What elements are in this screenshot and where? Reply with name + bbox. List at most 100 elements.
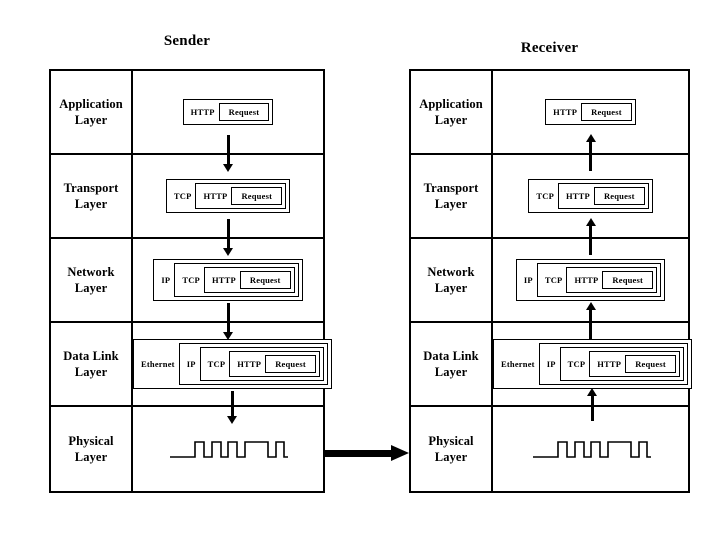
- sender-pdu-transport: TCP HTTP Request: [165, 178, 291, 214]
- label-request: Request: [228, 106, 260, 117]
- header-http: HTTP: [574, 274, 599, 285]
- header-ip: IP: [546, 358, 556, 369]
- arrowhead-right-icon: [391, 445, 409, 461]
- nested-pdu-http: HTTP Request: [195, 182, 287, 210]
- sender-network-body: IP TCP HTTP Request: [133, 239, 323, 340]
- label-request: Request: [603, 190, 635, 201]
- payload-request: Request: [625, 354, 676, 374]
- sender-arrow-app-to-transport: [223, 135, 233, 172]
- arrowhead-down-icon: [223, 164, 233, 172]
- nested-pdu-http: HTTP Request: [229, 350, 320, 378]
- payload-request: Request: [218, 102, 270, 122]
- receiver-arrow-network-to-transport: [585, 218, 596, 255]
- header-http: HTTP: [203, 190, 228, 201]
- header-http: HTTP: [211, 274, 236, 285]
- signal-waveform-icon: [532, 441, 651, 458]
- header-ip: IP: [186, 358, 196, 369]
- receiver-transport-body: TCP HTTP Request: [493, 155, 688, 255]
- signal-waveform-icon: [170, 441, 288, 458]
- label-request: Request: [249, 274, 281, 285]
- nested-pdu-tcp: TCP HTTP Request: [536, 262, 662, 298]
- payload-request: Request: [265, 354, 316, 374]
- nested-pdu-ip: IP TCP HTTP Request: [178, 342, 328, 386]
- arrowhead-down-icon: [227, 416, 238, 424]
- header-tcp: TCP: [207, 358, 226, 369]
- payload-request: Request: [581, 102, 632, 122]
- sender-pdu-network: IP TCP HTTP Request: [153, 258, 303, 302]
- arrow-shaft: [325, 450, 393, 457]
- header-http: HTTP: [237, 358, 262, 369]
- header-tcp: TCP: [182, 274, 200, 285]
- receiver-pdu-datalink: Ethernet IP TCP HTTP Request: [493, 338, 692, 390]
- receiver-arrow-physical-to-datalink: [587, 388, 598, 421]
- header-tcp: TCP: [173, 190, 192, 201]
- receiver-pdu-network: IP TCP HTTP Request: [515, 258, 666, 302]
- label-request: Request: [591, 106, 622, 117]
- sender-pdu-datalink: Ethernet IP TCP HTTP Request: [133, 338, 332, 390]
- nested-pdu-http: HTTP Request: [566, 266, 658, 294]
- transmission-medium-arrow: [325, 445, 409, 461]
- header-http: HTTP: [553, 106, 578, 117]
- receiver-network-body: IP TCP HTTP Request: [493, 239, 688, 339]
- nested-pdu-http: HTTP Request: [203, 266, 295, 294]
- nested-pdu-ip: IP TCP HTTP Request: [538, 342, 688, 386]
- receiver-pdu-transport: TCP HTTP Request: [528, 178, 653, 214]
- sender-arrow-network-to-datalink: [223, 303, 233, 340]
- payload-request: Request: [602, 270, 654, 290]
- arrowhead-up-icon: [585, 134, 596, 142]
- sender-transport-body: TCP HTTP Request: [133, 155, 323, 256]
- header-http: HTTP: [190, 106, 215, 117]
- arrowhead-down-icon: [223, 332, 233, 340]
- sender-arrow-transport-to-network: [223, 219, 233, 256]
- header-tcp: TCP: [567, 358, 586, 369]
- receiver-arrow-transport-to-app: [585, 134, 596, 171]
- sender-pdu-application: HTTP Request: [182, 98, 274, 126]
- arrowhead-down-icon: [223, 248, 233, 256]
- header-ip: IP: [161, 274, 171, 285]
- sender-application-body: HTTP Request: [133, 71, 323, 172]
- payload-request: Request: [231, 186, 283, 206]
- receiver-application-body: HTTP Request: [493, 71, 688, 171]
- receiver-pdu-application: HTTP Request: [545, 98, 636, 126]
- header-ip: IP: [523, 274, 533, 285]
- receiver-physical-body: [493, 407, 688, 491]
- header-ethernet: Ethernet: [501, 358, 535, 369]
- sender-datalink-body: Ethernet IP TCP HTTP Request: [133, 323, 332, 424]
- header-http: HTTP: [565, 190, 590, 201]
- receiver-arrow-datalink-to-network: [585, 302, 596, 339]
- header-http: HTTP: [597, 358, 622, 369]
- nested-pdu-tcp: TCP HTTP Request: [174, 262, 299, 298]
- label-request: Request: [612, 274, 644, 285]
- header-ethernet: Ethernet: [141, 358, 175, 369]
- header-tcp: TCP: [544, 274, 563, 285]
- sender-arrow-datalink-to-physical: [227, 391, 238, 424]
- label-request: Request: [635, 358, 666, 369]
- receiver-title: Receiver: [520, 40, 579, 56]
- nested-pdu-tcp: TCP HTTP Request: [559, 346, 684, 382]
- payload-request: Request: [239, 270, 291, 290]
- arrowhead-up-icon: [585, 218, 596, 226]
- header-tcp: TCP: [536, 190, 554, 201]
- arrowhead-up-icon: [587, 388, 598, 396]
